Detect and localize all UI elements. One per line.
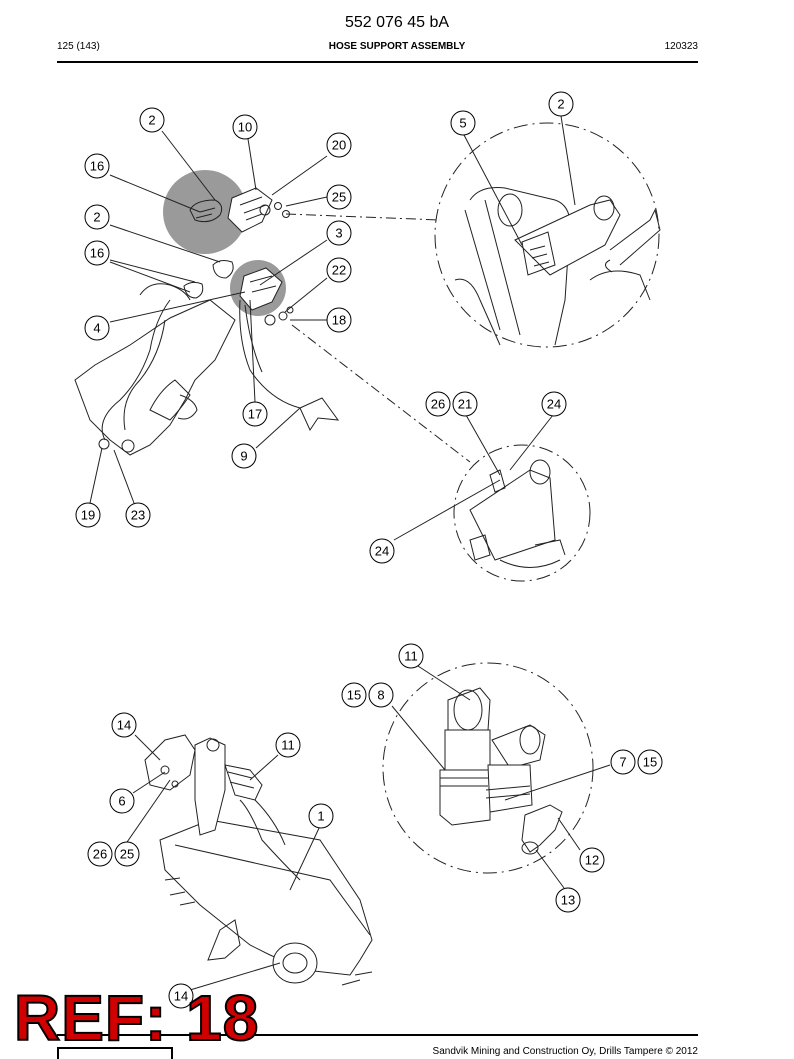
svg-text:7: 7 xyxy=(619,755,626,770)
document-number: 552 076 45 bA xyxy=(344,14,450,31)
footer-rule xyxy=(57,1034,698,1036)
callout-16a: 16 xyxy=(84,153,110,179)
header-rule xyxy=(57,61,698,63)
svg-text:14: 14 xyxy=(117,718,131,733)
svg-text:16: 16 xyxy=(90,246,104,261)
callout-14a: 14 xyxy=(111,712,137,738)
svg-text:8: 8 xyxy=(377,688,384,703)
callout-24a: 24 xyxy=(541,391,567,417)
callout-1: 1 xyxy=(308,803,334,829)
svg-text:24: 24 xyxy=(375,544,389,559)
callout-26a: 26 xyxy=(425,391,451,417)
detail-view-b xyxy=(393,414,591,582)
document-date: 120323 xyxy=(664,41,698,52)
callout-25b: 25 xyxy=(114,841,140,867)
callout-13: 13 xyxy=(555,887,581,913)
callout-6: 6 xyxy=(109,788,135,814)
svg-text:18: 18 xyxy=(332,313,346,328)
callout-23: 23 xyxy=(125,502,151,528)
svg-text:23: 23 xyxy=(131,508,145,523)
svg-text:3: 3 xyxy=(335,226,342,241)
svg-text:21: 21 xyxy=(458,397,472,412)
callout-26b: 26 xyxy=(87,841,113,867)
footer-copyright: Sandvik Mining and Construction Oy, Dril… xyxy=(432,1046,698,1057)
callout-24b: 24 xyxy=(369,538,395,564)
detail-view-a xyxy=(434,115,661,348)
callout-4: 4 xyxy=(84,315,110,341)
svg-text:16: 16 xyxy=(90,159,104,174)
callout-17: 17 xyxy=(242,401,268,427)
svg-text:4: 4 xyxy=(93,321,100,336)
callout-22: 22 xyxy=(326,257,352,283)
lower-bracket-assembly xyxy=(124,734,373,991)
svg-text:1: 1 xyxy=(317,809,324,824)
callout-5: 5 xyxy=(450,110,476,136)
svg-text:2: 2 xyxy=(93,210,100,225)
callout-8: 8 xyxy=(368,682,394,708)
reference-stamp: REF: 18 xyxy=(13,982,260,1054)
svg-text:24: 24 xyxy=(547,397,561,412)
callout-25a: 25 xyxy=(326,184,352,210)
section-title: HOSE SUPPORT ASSEMBLY xyxy=(328,41,466,52)
svg-text:25: 25 xyxy=(332,190,346,205)
svg-text:26: 26 xyxy=(93,847,107,862)
svg-text:6: 6 xyxy=(118,794,125,809)
svg-text:10: 10 xyxy=(238,120,252,135)
callout-2b: 2 xyxy=(84,204,110,230)
highlight-disc-upper xyxy=(163,170,247,254)
callout-15a: 15 xyxy=(341,682,367,708)
svg-text:17: 17 xyxy=(248,407,262,422)
svg-text:19: 19 xyxy=(81,508,95,523)
leader-lines-upper xyxy=(89,130,471,504)
callout-18: 18 xyxy=(326,307,352,333)
svg-text:22: 22 xyxy=(332,263,346,278)
page-counter: 125 (143) xyxy=(57,41,100,52)
callout-21: 21 xyxy=(452,391,478,417)
callout-2c: 2 xyxy=(548,91,574,117)
svg-text:2: 2 xyxy=(557,97,564,112)
callout-19: 19 xyxy=(75,502,101,528)
callout-11a: 11 xyxy=(398,643,424,669)
callout-14b: 14 xyxy=(168,983,194,1009)
detail-view-c xyxy=(382,662,611,889)
callout-12: 12 xyxy=(579,847,605,873)
svg-text:12: 12 xyxy=(585,853,599,868)
callout-20: 20 xyxy=(326,132,352,158)
callout-2a: 2 xyxy=(139,107,165,133)
callout-11b: 11 xyxy=(275,732,301,758)
svg-text:5: 5 xyxy=(459,116,466,131)
svg-text:2: 2 xyxy=(148,113,155,128)
callout-3: 3 xyxy=(326,220,352,246)
callout-15b: 15 xyxy=(637,749,663,775)
upper-bracket-assembly xyxy=(74,170,340,456)
callout-16b: 16 xyxy=(84,240,110,266)
svg-text:26: 26 xyxy=(431,397,445,412)
svg-text:14: 14 xyxy=(174,989,188,1004)
svg-text:25: 25 xyxy=(120,847,134,862)
svg-text:11: 11 xyxy=(281,738,295,753)
callout-9: 9 xyxy=(231,443,257,469)
svg-text:9: 9 xyxy=(240,449,247,464)
callout-10: 10 xyxy=(232,114,258,140)
svg-text:20: 20 xyxy=(332,138,346,153)
svg-text:15: 15 xyxy=(643,755,657,770)
svg-text:11: 11 xyxy=(404,649,418,664)
callout-7: 7 xyxy=(610,749,636,775)
svg-text:13: 13 xyxy=(561,893,575,908)
svg-text:15: 15 xyxy=(347,688,361,703)
